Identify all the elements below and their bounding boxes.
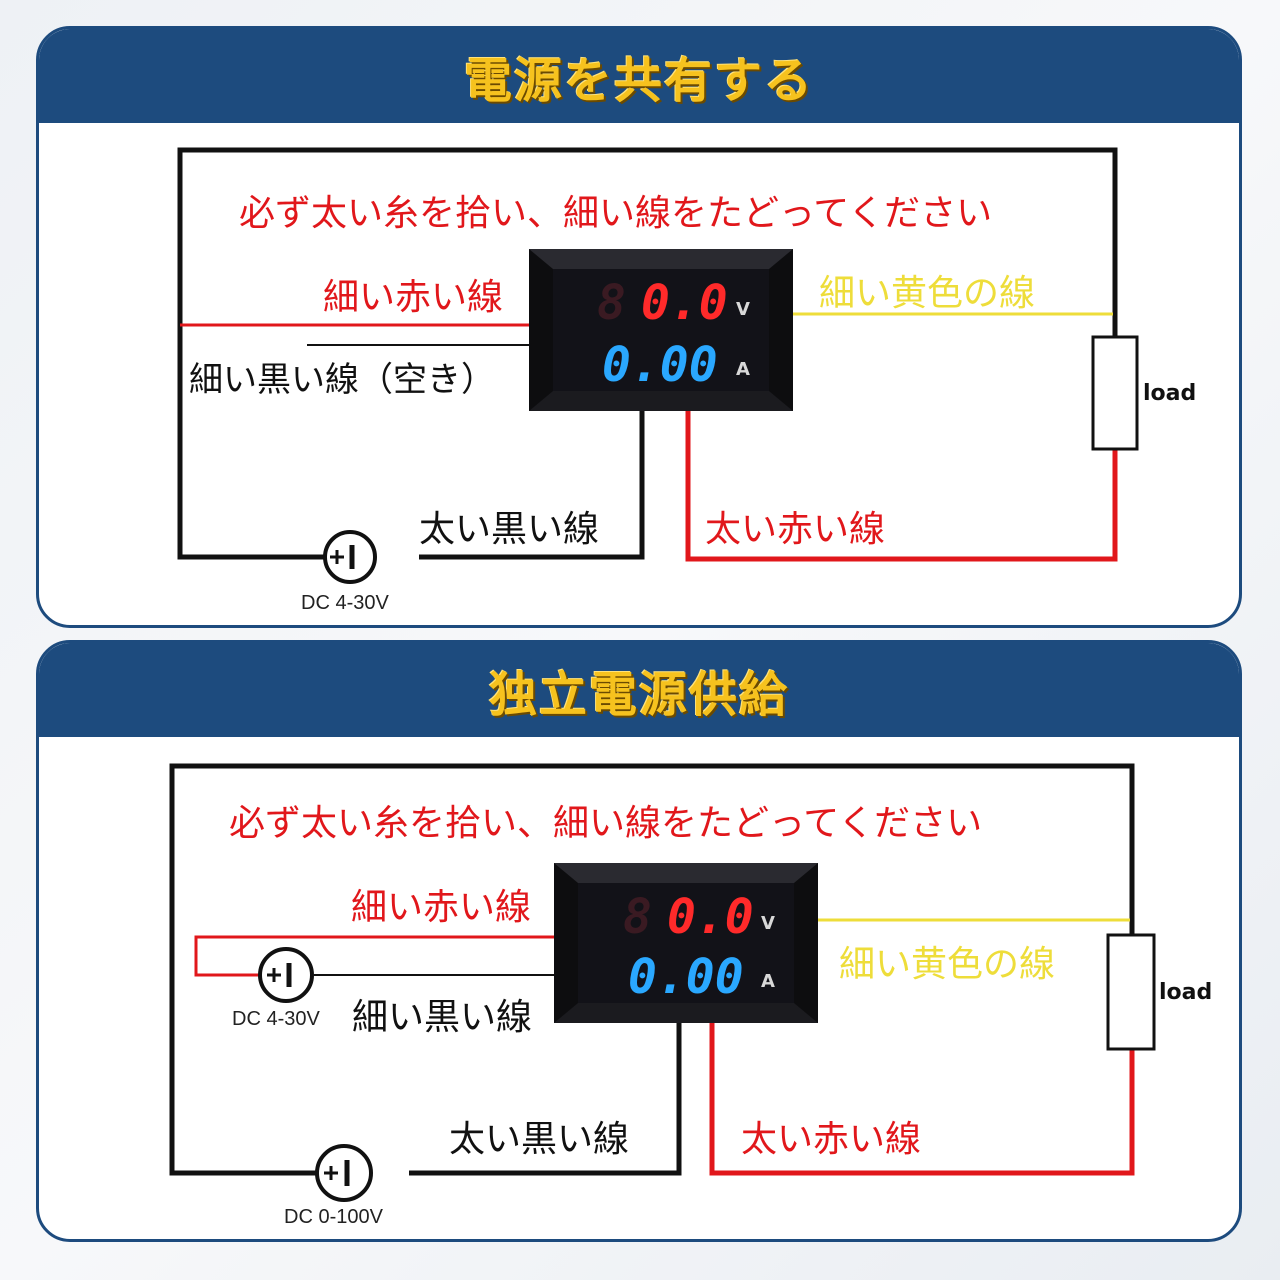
dc-source-label: DC 0-100V <box>284 1206 384 1228</box>
volt-dim-digit: 8 <box>623 889 652 945</box>
thick-black-label: 太い黒い線 <box>419 509 599 550</box>
amp-unit: A <box>736 359 750 380</box>
thick-red-wire <box>685 411 1118 562</box>
volt-amp-meter: 8 0.0 V 0.00 A <box>554 863 818 1023</box>
thick-red-label: 太い赤い線 <box>741 1119 921 1160</box>
volt-display: 0.0 <box>667 889 754 945</box>
thin-red-wire <box>194 935 554 977</box>
load-resistor <box>1106 933 1156 1051</box>
instruction-text: 必ず太い糸を拾い、細い線をたどってください <box>229 803 982 844</box>
load-label: load <box>1143 381 1196 406</box>
panel-title: 電源を共有する <box>463 53 814 109</box>
thin-red-label: 細い赤い線 <box>351 887 531 928</box>
thin-black-label: 細い黒い線 <box>352 997 532 1038</box>
thick-black-wire <box>169 763 1135 1176</box>
thin-black-label: 細い黒い線（空き） <box>189 360 495 400</box>
volt-unit: V <box>761 913 775 934</box>
volt-display: 0.0 <box>641 275 728 331</box>
amp-display: 0.00 <box>628 949 744 1005</box>
panel-header: 独立電源供給 <box>39 643 1239 737</box>
thick-black-wire-return <box>409 1023 682 1176</box>
dc-source-2-label: DC 4-30V <box>232 1008 320 1030</box>
dc-source-2-icon <box>258 947 314 1003</box>
shared-power-diagram: DC 4-30V load 8 0.0 V 0.00 A 必ず太い糸を拾い、細い… <box>177 147 1196 614</box>
thick-red-wire <box>709 1023 1135 1176</box>
volt-unit: V <box>736 299 750 320</box>
thin-yellow-label: 細い黄色の線 <box>819 273 1035 314</box>
panel-title: 独立電源供給 <box>488 667 789 723</box>
thin-yellow-label: 細い黄色の線 <box>839 944 1055 985</box>
volt-amp-meter: 8 0.0 V 0.00 A <box>529 249 793 411</box>
amp-unit: A <box>761 971 775 992</box>
independent-power-panel: DC 0-100V DC 4-30V load 8 0.0 V 0.00 A <box>36 640 1242 1242</box>
instruction-text: 必ず太い糸を拾い、細い線をたどってください <box>239 193 992 234</box>
dc-source-label: DC 4-30V <box>301 592 389 614</box>
dc-source-icon <box>315 1144 373 1202</box>
amp-display: 0.00 <box>602 337 718 393</box>
panel-header: 電源を共有する <box>39 29 1239 123</box>
thin-red-label: 細い赤い線 <box>323 277 503 318</box>
thick-black-wire <box>177 147 1118 560</box>
load-resistor <box>1091 335 1139 451</box>
shared-power-panel: DC 4-30V load 8 0.0 V 0.00 A 必ず太い糸を拾い、細い… <box>36 26 1242 628</box>
load-label: load <box>1159 980 1212 1005</box>
volt-dim-digit: 8 <box>597 275 626 331</box>
thick-black-wire-return <box>419 407 645 560</box>
thick-black-label: 太い黒い線 <box>449 1119 629 1160</box>
thick-red-label: 太い赤い線 <box>705 509 885 550</box>
independent-power-diagram: DC 0-100V DC 4-30V load 8 0.0 V 0.00 A <box>169 763 1212 1228</box>
